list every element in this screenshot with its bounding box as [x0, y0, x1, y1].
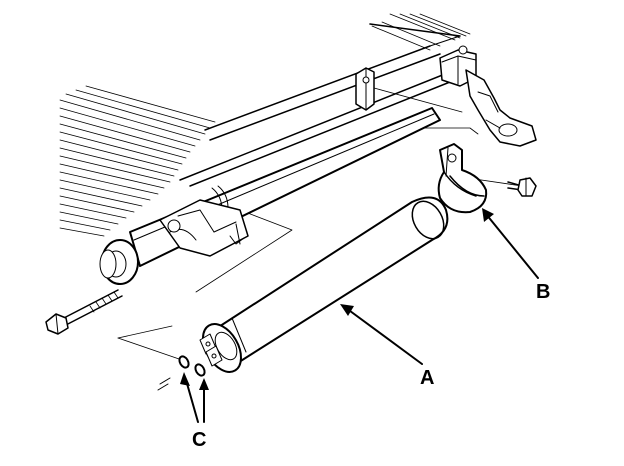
reference-lines [117, 87, 523, 361]
condenser-fins-left [59, 85, 216, 237]
condenser-tab [355, 67, 375, 111]
callout-arrow-c-left [180, 372, 199, 423]
condenser [59, 13, 471, 237]
condenser-fins-upper [371, 13, 471, 51]
callout-arrow-a [340, 304, 423, 365]
condenser-joint-block [159, 199, 249, 257]
callout-arrow-b [482, 208, 539, 279]
bracket-bolt [507, 177, 537, 197]
mounting-bracket [437, 143, 488, 214]
mounting-bolt [45, 289, 123, 335]
callout-label-a: A [420, 367, 434, 389]
receiver-dryer [199, 196, 449, 373]
callout-arrow-c-right [199, 378, 209, 423]
o-rings [157, 355, 206, 391]
condenser-upper-bracket [439, 45, 537, 147]
callout-label-b: B [536, 281, 550, 303]
callout-label-c: C [192, 429, 206, 451]
